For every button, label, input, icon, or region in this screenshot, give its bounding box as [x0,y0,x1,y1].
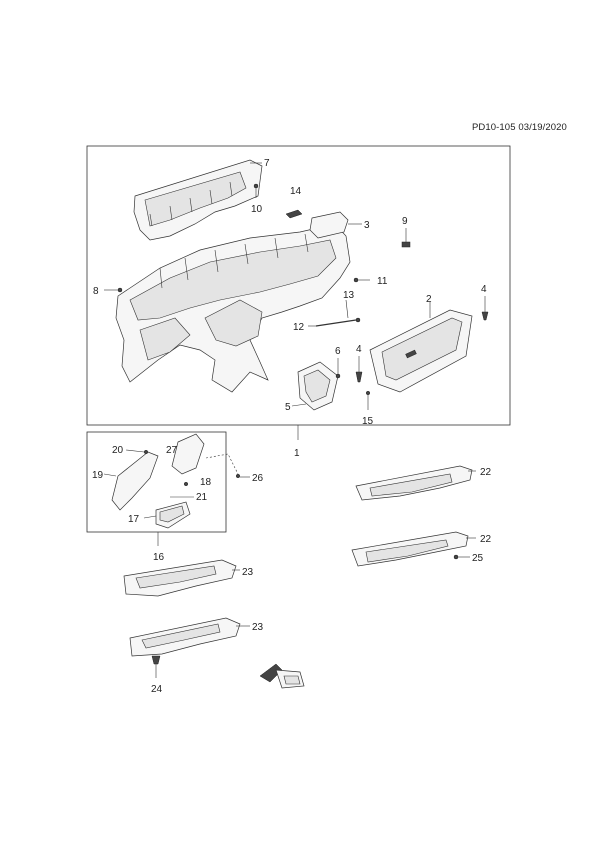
dashed-leader-26 [205,453,239,475]
callout-21: 21 [196,492,208,503]
instrument-panel-carrier[interactable] [115,223,351,393]
fastener-part-8[interactable] [117,287,123,293]
callout-11: 11 [377,276,388,287]
callout-14: 14 [290,186,302,197]
bracket-part-5[interactable] [297,361,339,411]
callout-23-upper: 23 [242,567,254,578]
callout-5: 5 [285,402,291,413]
leader-17 [143,515,157,519]
panel-part-17[interactable] [155,501,191,529]
callout-16: 16 [153,552,165,563]
callout-22-lower: 22 [480,534,492,545]
callout-12: 12 [293,322,305,333]
fastener-part-20[interactable] [143,449,149,455]
trim-bracket-part-19[interactable] [111,451,159,511]
callout-25: 25 [472,553,484,564]
leader-19 [103,473,117,477]
group-box-1 [86,145,511,426]
callout-26: 26 [252,473,264,484]
fastener-part-26[interactable] [235,473,241,479]
leader-5 [291,403,307,407]
clip-part-9[interactable] [401,241,411,248]
upper-beam-part-7[interactable] [133,159,263,241]
callout-19: 19 [92,470,104,481]
damper-part-15[interactable] [365,390,371,396]
fastener-part-10[interactable] [253,183,259,189]
arrow-icon [259,663,305,689]
clip-part-14[interactable] [285,209,303,219]
fastener-part-6[interactable] [335,373,341,379]
leader-13 [345,299,349,319]
knee-bolster-part-22-lower[interactable] [351,531,469,567]
fastener-part-11[interactable] [353,277,359,283]
bumper-part-4-right[interactable] [481,311,489,321]
callout-2: 2 [426,294,432,305]
callout-10: 10 [251,204,263,215]
callout-20: 20 [112,445,124,456]
callout-13: 13 [343,290,355,301]
knee-bolster-part-22-upper[interactable] [355,465,473,501]
fastener-part-18[interactable] [183,481,189,487]
callout-7: 7 [264,158,270,169]
callout-9: 9 [402,216,408,227]
callout-4-right: 4 [481,284,487,295]
bumper-part-4-left[interactable] [355,371,363,383]
trim-bracket-part-27[interactable] [171,433,205,475]
callout-6: 6 [335,346,341,357]
callout-15: 15 [362,416,374,427]
callout-1: 1 [294,448,300,459]
callout-22-upper: 22 [480,467,492,478]
rod-part-12[interactable] [315,317,361,327]
callout-23-lower: 23 [252,622,264,633]
fastener-part-24[interactable] [151,655,161,665]
callout-27: 27 [166,445,178,456]
callout-18: 18 [200,477,212,488]
callout-4-left: 4 [356,344,362,355]
diagram-reference: PD10-105 03/19/2020 [472,122,567,133]
panel-part-23-upper[interactable] [123,559,237,597]
glove-box-part-2[interactable] [369,309,473,393]
callout-3: 3 [364,220,370,231]
panel-part-23-lower[interactable] [129,617,241,657]
bracket-part-3[interactable] [309,211,349,239]
callout-17: 17 [128,514,140,525]
callout-24: 24 [151,684,163,695]
leader-20 [125,449,145,453]
group-box-16 [86,431,227,533]
fastener-part-25[interactable] [453,554,459,560]
callout-8: 8 [93,286,99,297]
